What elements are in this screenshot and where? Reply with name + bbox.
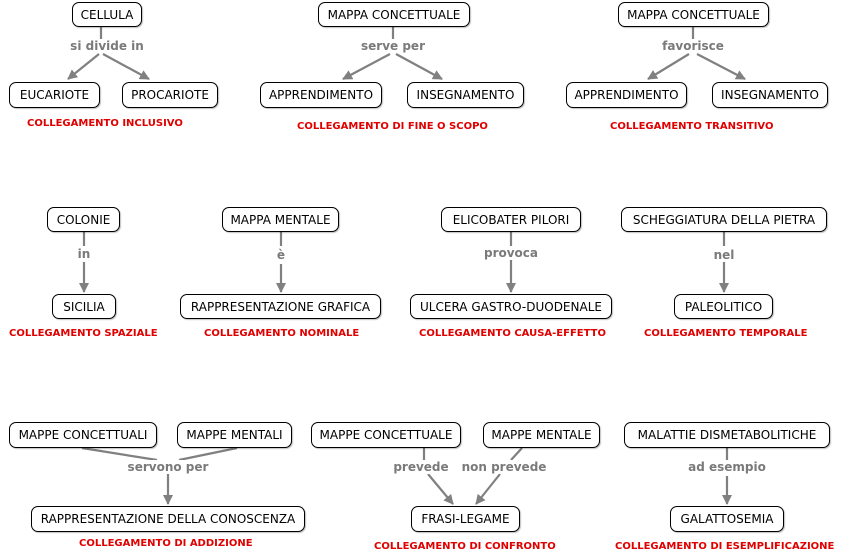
link-label: provoca bbox=[481, 246, 541, 260]
concept-node-scheggiatura-della-pietra: SCHEGGIATURA DELLA PIETRA bbox=[621, 207, 827, 232]
link-type-caption: COLLEGAMENTO INCLUSIVO bbox=[27, 118, 183, 129]
connector-arrow bbox=[475, 473, 501, 505]
link-label-non-prevede: non prevede bbox=[459, 460, 549, 474]
concept-node-mappe-mentali: MAPPE MENTALI bbox=[177, 422, 292, 448]
link-type-caption: COLLEGAMENTO DI ADDIZIONE bbox=[79, 538, 253, 549]
concept-node-ulcera-gastro-duodenale: ULCERA GASTRO-DUODENALE bbox=[410, 294, 612, 319]
link-label-prevede: prevede bbox=[391, 460, 451, 474]
link-label: favorisce bbox=[660, 39, 726, 53]
concept-node-mappa-concettuale: MAPPA CONCETTUALE bbox=[318, 2, 470, 27]
link-type-caption: COLLEGAMENTO SPAZIALE bbox=[9, 328, 158, 339]
link-label: in bbox=[75, 247, 93, 261]
concept-node-mappe-mentale: MAPPE MENTALE bbox=[483, 422, 600, 448]
link-label: nel bbox=[711, 248, 737, 262]
concept-node-cellula: CELLULA bbox=[72, 2, 142, 27]
connector-arrow bbox=[342, 53, 391, 80]
concept-node-apprendimento: APPRENDIMENTO bbox=[260, 82, 382, 108]
link-label: serve per bbox=[359, 39, 427, 53]
link-type-caption: COLLEGAMENTO TEMPORALE bbox=[644, 328, 808, 339]
concept-node-colonie: COLONIE bbox=[47, 207, 120, 232]
link-type-caption: COLLEGAMENTO DI CONFRONTO bbox=[374, 541, 556, 552]
link-label: ad esempio bbox=[686, 460, 768, 474]
link-type-caption: COLLEGAMENTO DI FINE O SCOPO bbox=[297, 121, 488, 132]
concept-node-rappresentazione-della-conoscenza: RAPPRESENTAZIONE DELLA CONOSCENZA bbox=[31, 506, 305, 532]
concept-node-eucariote: EUCARIOTE bbox=[9, 82, 100, 108]
link-type-caption: COLLEGAMENTO DI ESEMPLIFICAZIONE bbox=[615, 541, 835, 552]
concept-node-frasi-legame: FRASI-LEGAME bbox=[411, 506, 520, 532]
link-type-caption: COLLEGAMENTO TRANSITIVO bbox=[610, 121, 774, 132]
connector-line bbox=[178, 446, 238, 462]
concept-node-sicilia: SICILIA bbox=[52, 294, 116, 319]
connector-arrow bbox=[696, 53, 746, 80]
connector-arrow bbox=[427, 473, 454, 505]
concept-node-procariote: PROCARIOTE bbox=[122, 82, 218, 108]
concept-node-insegnamento: INSEGNAMENTO bbox=[712, 82, 828, 108]
concept-node-galattosemia: GALATTOSEMIA bbox=[670, 506, 784, 532]
concept-node-mappa-mentale: MAPPA MENTALE bbox=[222, 207, 339, 232]
link-label: servono per bbox=[125, 460, 211, 474]
connector-arrow bbox=[647, 53, 690, 80]
connector-line bbox=[81, 446, 158, 462]
connector-arrow bbox=[395, 53, 443, 80]
concept-node-mappe-concettuale: MAPPE CONCETTUALE bbox=[311, 422, 461, 448]
concept-node-rappresentazione-grafica: RAPPRESENTAZIONE GRAFICA bbox=[180, 294, 381, 319]
connector-arrow bbox=[102, 53, 150, 80]
link-label: è bbox=[274, 248, 288, 262]
concept-node-elicobater-pilori: ELICOBATER PILORI bbox=[441, 207, 581, 232]
concept-node-paleolitico: PALEOLITICO bbox=[674, 294, 773, 319]
concept-node-mappa-concettuale: MAPPA CONCETTUALE bbox=[618, 2, 769, 27]
concept-node-mappe-concettuali: MAPPE CONCETTUALI bbox=[9, 422, 157, 448]
concept-node-malattie-dismetabolitiche: MALATTIE DISMETABOLITICHE bbox=[624, 422, 830, 448]
link-type-caption: COLLEGAMENTO NOMINALE bbox=[204, 328, 360, 339]
link-label: si divide in bbox=[68, 39, 146, 53]
concept-node-insegnamento: INSEGNAMENTO bbox=[407, 82, 524, 108]
connector-line bbox=[510, 447, 523, 461]
connector-arrow bbox=[67, 53, 100, 80]
concept-node-apprendimento: APPRENDIMENTO bbox=[566, 82, 687, 108]
link-type-caption: COLLEGAMENTO CAUSA-EFFETTO bbox=[419, 328, 606, 339]
